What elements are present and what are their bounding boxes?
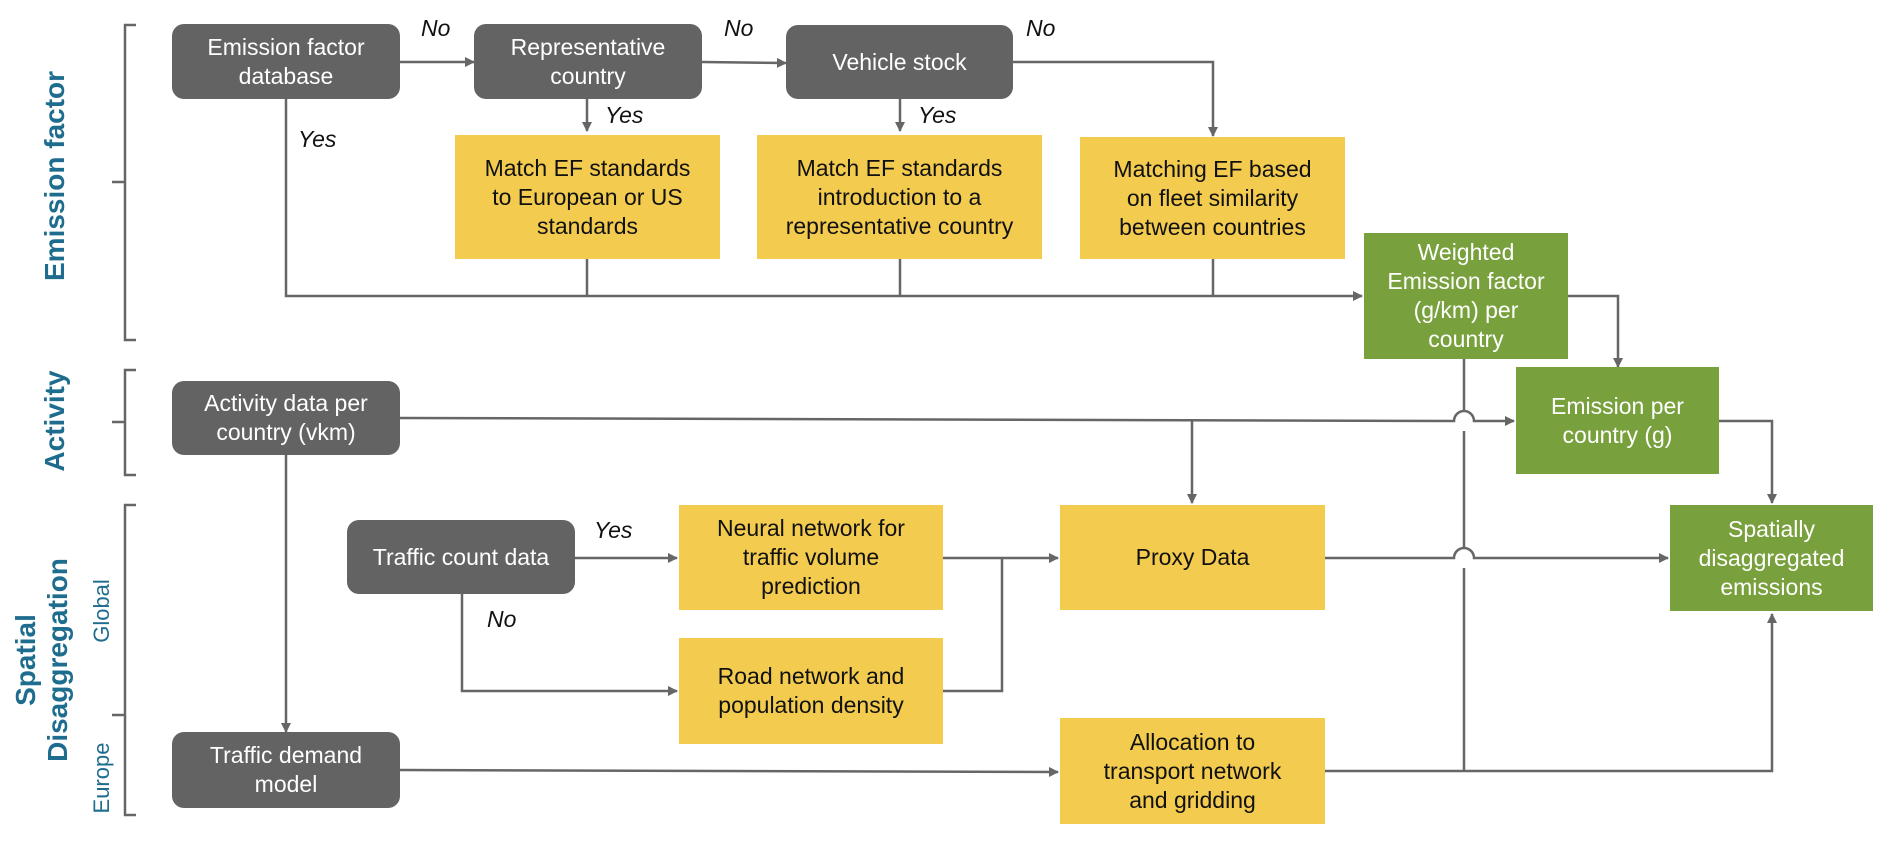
node-vehicle-stock: Vehicle stock <box>786 25 1013 99</box>
edge-label-yes-vs: Yes <box>918 102 957 128</box>
arrow-tc-to-road <box>460 594 678 696</box>
arrow-db-to-weighted <box>284 99 1363 301</box>
node-representative-country: Representative country <box>474 24 702 99</box>
edge-label-no-vs: No <box>1026 15 1056 41</box>
section-label-activity: Activity <box>39 370 70 472</box>
node-match-ef-representative: Match EF standards introduction to a rep… <box>757 135 1042 259</box>
bracket-activity <box>112 368 136 477</box>
arrow-demand-to-allocation <box>399 766 1059 777</box>
node-allocation: Allocation to transport network and grid… <box>1060 718 1325 824</box>
node-match-ef-eu-us: Match EF standards to European or US sta… <box>455 135 720 259</box>
arrow-vs-to-fleet <box>1013 60 1218 137</box>
section-label-emission-factor: Emission factor <box>39 70 70 281</box>
sublabel-global: Global <box>89 579 114 643</box>
edge-label-yes-tc: Yes <box>594 517 633 543</box>
bracket-emission-factor <box>112 23 136 342</box>
section-label-spatial-disaggregation: Spatial Disaggregation <box>10 558 73 762</box>
line-road-to-join <box>943 558 1004 693</box>
arrow-allocation-to-spatial <box>1325 613 1777 773</box>
arrow-proxy-to-spatial <box>1325 546 1669 563</box>
node-road-network: Road network and population density <box>679 638 943 744</box>
arrow-activity-to-emission <box>399 409 1515 426</box>
node-weighted-emission-factor: Weighted Emission factor (g/km) per coun… <box>1364 233 1568 359</box>
node-matching-ef-fleet: Matching EF based on fleet similarity be… <box>1080 137 1345 259</box>
node-proxy-data: Proxy Data <box>1060 505 1325 610</box>
edge-label-yes-rep: Yes <box>605 102 644 128</box>
node-traffic-count-data: Traffic count data <box>347 520 575 594</box>
arrow-rep-to-vs <box>701 57 787 68</box>
node-traffic-demand-model: Traffic demand model <box>172 732 400 808</box>
arrow-weighted-to-emission <box>1568 294 1623 368</box>
arrow-emission-to-spatial <box>1719 419 1777 504</box>
node-neural-network: Neural network for traffic volume predic… <box>679 505 943 610</box>
node-emission-per-country: Emission per country (g) <box>1516 367 1719 474</box>
edge-label-no-tc: No <box>487 606 517 632</box>
bracket-spatial <box>112 503 136 817</box>
node-spatially-disaggregated: Spatially disaggregated emissions <box>1670 505 1873 611</box>
edge-label-no-db: No <box>421 15 451 41</box>
edge-label-yes-db: Yes <box>298 126 337 152</box>
node-activity-data: Activity data per country (vkm) <box>172 381 400 455</box>
node-emission-factor-database: Emission factor database <box>172 24 400 99</box>
edge-label-no-rep: No <box>724 15 754 41</box>
sublabel-europe: Europe <box>89 742 114 814</box>
